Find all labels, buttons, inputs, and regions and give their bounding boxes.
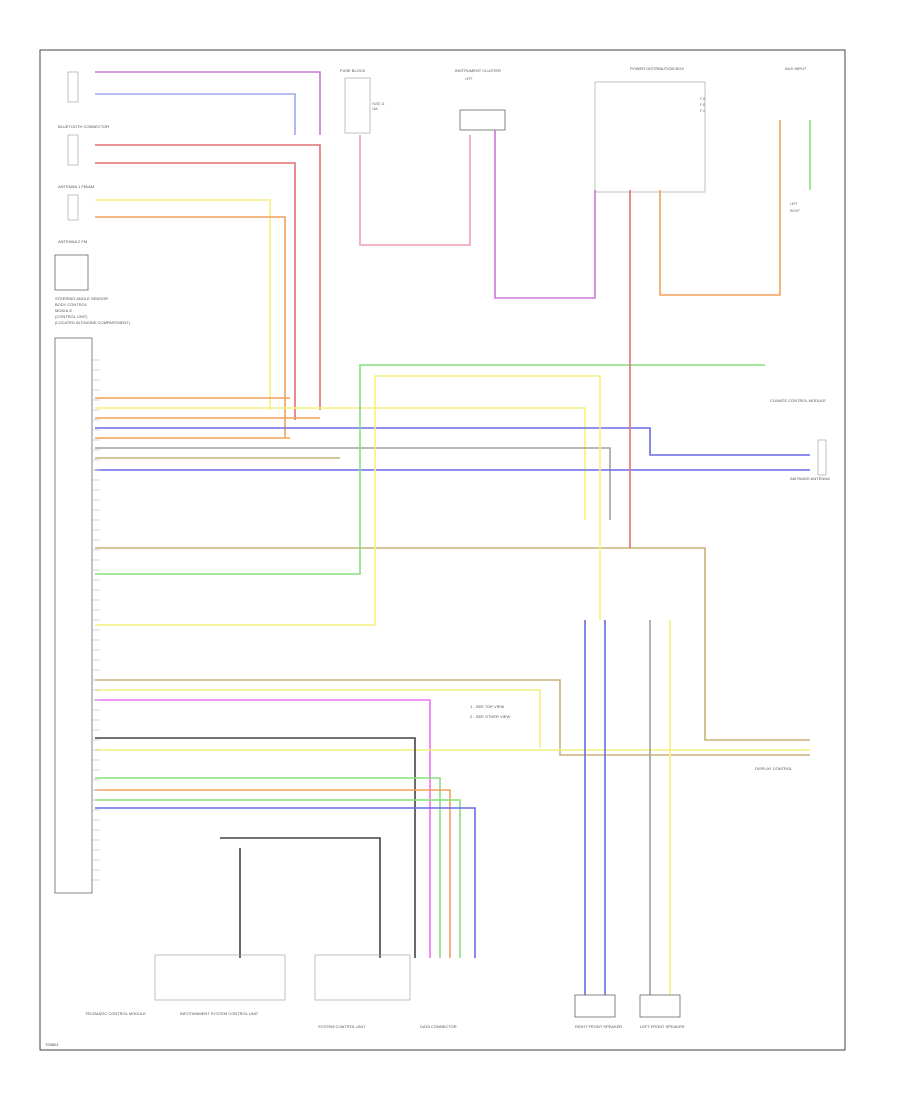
audio-control-module	[54, 337, 93, 894]
svg-text:FUSE 11: FUSE 11	[372, 102, 385, 106]
wire-yellow-16	[95, 375, 601, 626]
wire-green-15	[95, 364, 765, 575]
svg-text:INFOTAINMENT SYSTEM CONTROL UN: INFOTAINMENT SYSTEM CONTROL UNIT	[180, 1011, 259, 1016]
svg-text:STEERING ANGLE SENSOR: STEERING ANGLE SENSOR	[55, 296, 108, 301]
svg-text:SYSTEM CONTROL UNIT: SYSTEM CONTROL UNIT	[318, 1024, 366, 1029]
wire-pink-26	[359, 135, 471, 246]
wire-bundle	[92, 71, 811, 995]
am-antenna-connector	[817, 439, 827, 476]
wire-gray-11	[95, 447, 611, 520]
aux-input: AUX INPUT LEFT RIGHT	[785, 66, 807, 213]
wire-red-3	[95, 162, 296, 420]
svg-text:POWER DISTRIBUTION BOX: POWER DISTRIBUTION BOX	[630, 66, 684, 71]
wire-dark-35	[220, 837, 381, 958]
fuse-block: FUSE BLOCK FUSE 11 15A	[340, 68, 385, 134]
power-distribution-box: POWER DISTRIBUTION BOX F-A F-B F-C	[594, 66, 706, 193]
svg-text:MODULE: MODULE	[55, 308, 72, 313]
wire-yellow-18	[95, 689, 541, 748]
svg-text:2 - SEE OTHER VIEW: 2 - SEE OTHER VIEW	[470, 714, 510, 719]
steering-angle-sensor	[54, 254, 89, 291]
wire-light_blue-1	[95, 93, 296, 135]
wire-dark-21	[95, 737, 416, 958]
wire-yellow-7	[95, 407, 586, 520]
sub-legend: 1 - SEE TOP VIEW 2 - SEE OTHER VIEW	[470, 704, 510, 719]
wire-blue-25	[95, 807, 476, 958]
bottom-components: TELEMATIC CONTROL MODULE INFOTAINMENT SY…	[85, 954, 685, 1029]
svg-text:DATA CONNECTOR: DATA CONNECTOR	[420, 1024, 457, 1029]
svg-text:1 - SEE TOP VIEW: 1 - SEE TOP VIEW	[470, 704, 504, 709]
wire-violet-27	[494, 130, 596, 299]
svg-text:(CONTROL UNIT): (CONTROL UNIT)	[55, 314, 88, 319]
svg-text:LEFT: LEFT	[790, 202, 798, 206]
wire-green-22	[95, 777, 441, 958]
wire-magenta-19	[95, 699, 431, 958]
wire-orange-5	[95, 216, 286, 437]
diagram-frame	[39, 49, 846, 1051]
wire-tan-14	[95, 547, 810, 741]
svg-text:15A: 15A	[372, 107, 379, 111]
svg-text:TELEMATIC CONTROL MODULE: TELEMATIC CONTROL MODULE	[85, 1011, 146, 1016]
am-antenna-label: AM RADIO ANTENNA	[790, 476, 830, 481]
svg-text:F-A: F-A	[700, 97, 706, 101]
wire-tan-17	[95, 679, 810, 756]
wire-blue-9	[95, 427, 810, 456]
svg-text:LEFT FRONT SPEAKER: LEFT FRONT SPEAKER	[640, 1024, 685, 1029]
climate-control-label: CLIMATE CONTROL MODULE	[770, 398, 826, 403]
svg-text:BODY CONTROL: BODY CONTROL	[55, 302, 88, 307]
wire-green-24	[95, 799, 461, 958]
svg-text:ANTENNA 1 FM/AM: ANTENNA 1 FM/AM	[58, 184, 94, 189]
svg-text:FUSE BLOCK: FUSE BLOCK	[340, 68, 366, 73]
svg-text:AUX INPUT: AUX INPUT	[785, 66, 807, 71]
wire-yellow-4	[95, 199, 271, 410]
audio-module-labels: STEERING ANGLE SENSOR BODY CONTROL MODUL…	[55, 296, 131, 325]
svg-text:LEFT: LEFT	[465, 77, 473, 81]
wire-orange-29	[659, 120, 781, 296]
top-left-switches: BLUETOOTH CONNECTOR ANTENNA 1 FM/AM ANTE…	[58, 71, 109, 244]
wire-orange-23	[95, 789, 451, 958]
display-control-label: DISPLAY CONTROL	[755, 766, 793, 771]
svg-text:BLUETOOTH CONNECTOR: BLUETOOTH CONNECTOR	[58, 124, 109, 129]
svg-text:ANTENNA 2 FM: ANTENNA 2 FM	[58, 239, 87, 244]
wire-violet-0	[95, 71, 321, 135]
instrument-cluster: INSTRUMENT CLUSTER LEFT	[455, 68, 506, 131]
svg-text:F-B: F-B	[700, 103, 705, 107]
diagram-code: T03801	[45, 1042, 59, 1047]
svg-text:F-C: F-C	[700, 109, 706, 113]
svg-text:(LOCATED IN ENGINE COMPARTMENT: (LOCATED IN ENGINE COMPARTMENT)	[55, 320, 131, 325]
svg-text:RIGHT FRONT SPEAKER: RIGHT FRONT SPEAKER	[575, 1024, 622, 1029]
wire-red-2	[95, 144, 321, 410]
svg-text:RIGHT: RIGHT	[790, 209, 800, 213]
svg-text:INSTRUMENT CLUSTER: INSTRUMENT CLUSTER	[455, 68, 501, 73]
